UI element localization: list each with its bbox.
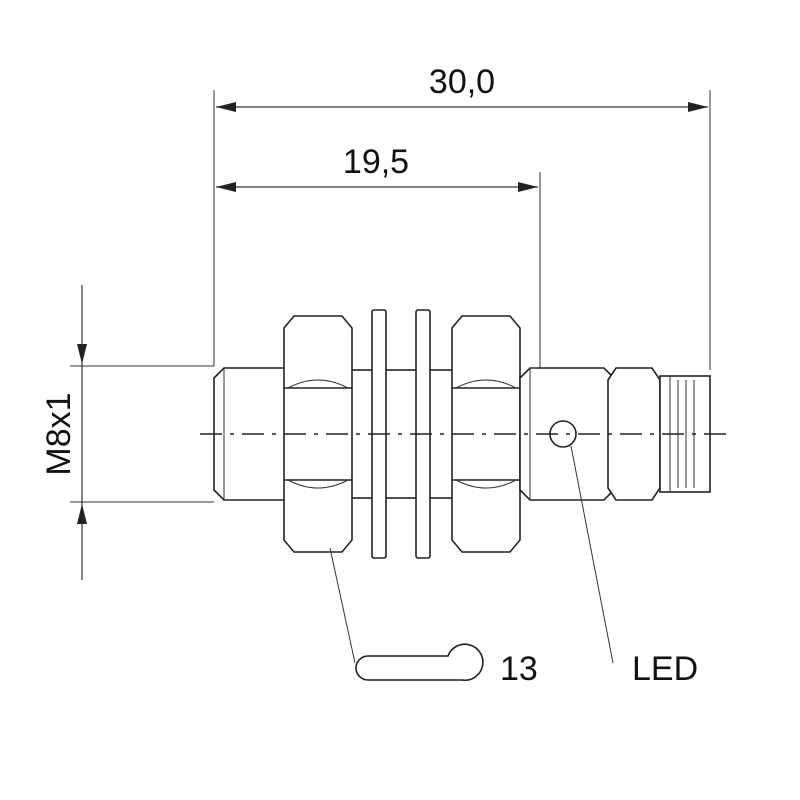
wrench-icon [355,643,484,682]
leader-line-led [570,445,614,664]
wrench-callout: 13 [329,547,538,688]
dimension-label-overall: 30,0 [429,63,495,101]
dimension-thread: M8x1 [40,285,87,580]
leader-line-wrench [329,547,356,664]
dimension-label-threaded: 19,5 [343,143,409,181]
wrench-size-label: 13 [500,650,538,688]
dimension-overall-length: 30,0 [216,63,708,112]
led-label: LED [632,650,698,688]
dimension-label-thread: M8x1 [40,392,78,475]
led-callout: LED [570,445,698,688]
extension-lines [70,90,711,503]
dimension-threaded-length: 19,5 [216,143,538,192]
